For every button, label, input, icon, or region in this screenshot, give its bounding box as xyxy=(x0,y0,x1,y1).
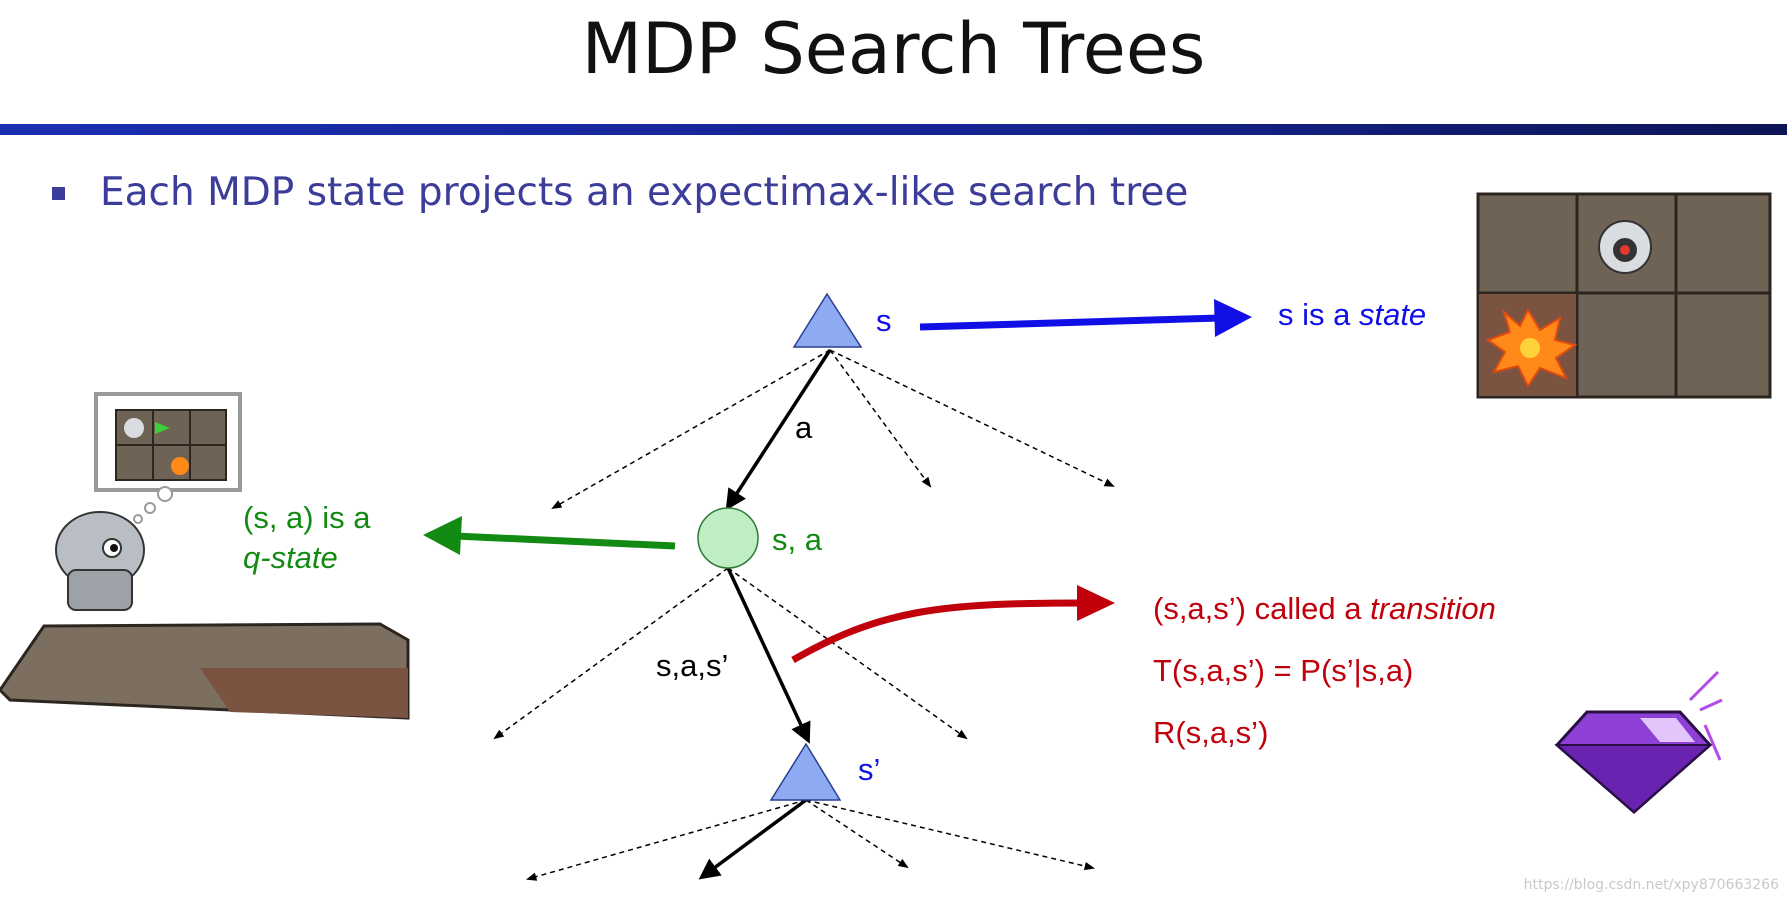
root-state-node xyxy=(794,294,861,347)
state-annotation-prefix: s is a xyxy=(1278,297,1359,332)
qstate-annotation-line1: (s, a) is a xyxy=(243,498,370,538)
transition-reward: R(s,a,s’) xyxy=(1153,702,1496,764)
transition-annotation-emph: transition xyxy=(1370,591,1496,626)
state-annotation-emph: state xyxy=(1359,297,1426,332)
qnode-dashed-edges xyxy=(495,568,966,738)
qstate-annotation-emph: q-state xyxy=(243,538,370,578)
q-state-node xyxy=(698,508,758,568)
root-dashed-edges xyxy=(553,350,1113,508)
child-state-label: s’ xyxy=(858,752,880,788)
robot-icon xyxy=(1599,221,1651,273)
gridworld-image xyxy=(1478,194,1770,397)
qstate-arrow xyxy=(423,516,675,555)
transition-edge-label: s,a,s’ xyxy=(656,648,728,684)
watermark: https://blog.csdn.net/xpy870663266 xyxy=(1524,877,1779,893)
action-edge xyxy=(728,350,830,507)
qstate-annotation: (s, a) is a q-state xyxy=(243,498,370,578)
gem-image xyxy=(1557,672,1722,812)
transition-edge xyxy=(728,568,808,740)
transition-probability: T(s,a,s’) = P(s’|s,a) xyxy=(1153,640,1496,702)
child-dashed-edges xyxy=(528,800,1093,879)
action-label: a xyxy=(795,410,812,446)
state-arrow xyxy=(920,299,1252,337)
q-state-label: s, a xyxy=(772,522,822,558)
child-state-node xyxy=(771,744,840,800)
child-solid-edge xyxy=(702,800,806,877)
transition-annotation-prefix: (s,a,s’) called a xyxy=(1153,591,1370,626)
root-state-label: s xyxy=(876,303,892,339)
transition-annotation: (s,a,s’) called a transition T(s,a,s’) =… xyxy=(1153,578,1496,764)
state-annotation: s is a state xyxy=(1278,297,1426,333)
transition-annotation-line1: (s,a,s’) called a transition xyxy=(1153,578,1496,640)
